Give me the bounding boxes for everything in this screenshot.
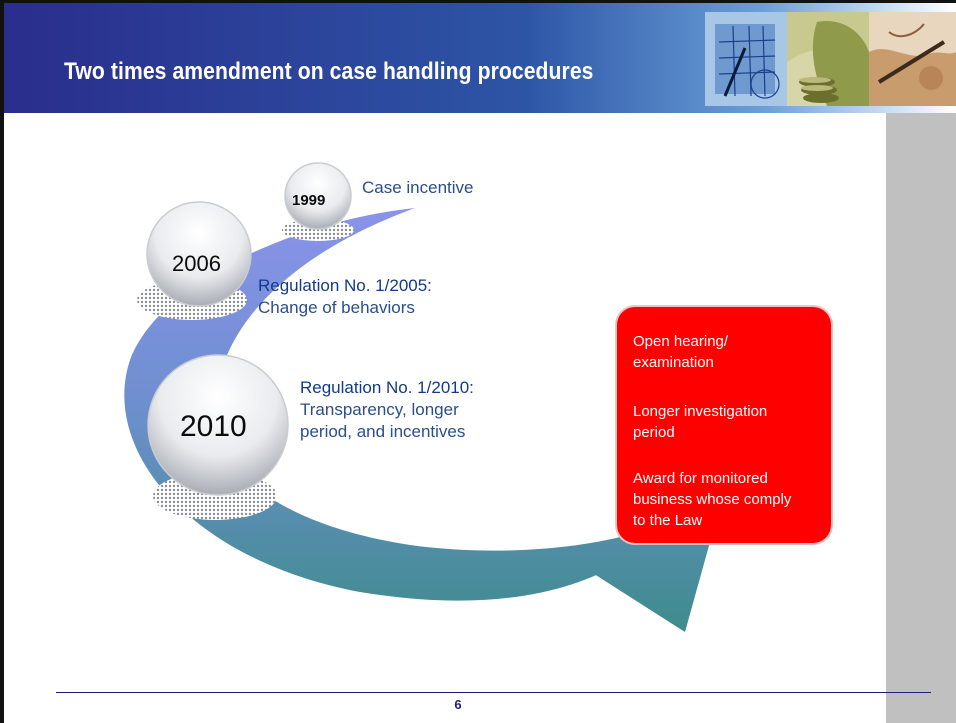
top-border [0,0,956,3]
sphere-2006 [146,201,252,307]
red-callout-box: Open hearing/ examination Longer investi… [617,307,831,543]
callout-item-1-line2: examination [633,354,714,371]
text-2010-line1: Transparency, longer [300,400,459,419]
heading-2005: Regulation No. 1/2005: [258,276,432,295]
year-2010: 2010 [180,410,247,443]
left-border [0,0,4,723]
sphere-1999 [284,162,352,230]
year-2006: 2006 [172,251,221,276]
block-2005: Regulation No. 1/2005: Change of behavio… [258,275,432,319]
callout-item-investigation: Longer investigation period [633,401,829,443]
right-gray-strip [886,113,956,723]
callout-item-3-line2: business whose comply [633,491,792,508]
callout-item-2-line1: Longer investigation [633,403,768,420]
text-2005-line1: Change of behaviors [258,298,415,317]
callout-item-3-line1: Award for monitored [633,470,768,487]
block-2010: Regulation No. 1/2010: Transparency, lon… [300,377,474,443]
callout-item-2-line2: period [633,424,675,441]
slide-title: Two times amendment on case handling pro… [64,58,594,85]
page-number: 6 [454,697,462,712]
callout-item-award: Award for monitored business whose compl… [633,468,829,531]
callout-item-3-line3: to the Law [633,512,703,529]
text-2010-line2: period, and incentives [300,422,466,441]
sphere-2010 [147,354,289,496]
heading-2010: Regulation No. 1/2010: [300,378,474,397]
header-photo-coins [787,12,869,106]
footer-line [56,692,931,693]
year-1999: 1999 [292,192,326,209]
callout-item-1-line1: Open hearing/ [633,333,729,350]
header-photo-blueprint [705,12,787,106]
callout-item-open-hearing: Open hearing/ examination [633,331,829,373]
header-photo-map [869,12,956,106]
label-1999: Case incentive [362,178,474,197]
